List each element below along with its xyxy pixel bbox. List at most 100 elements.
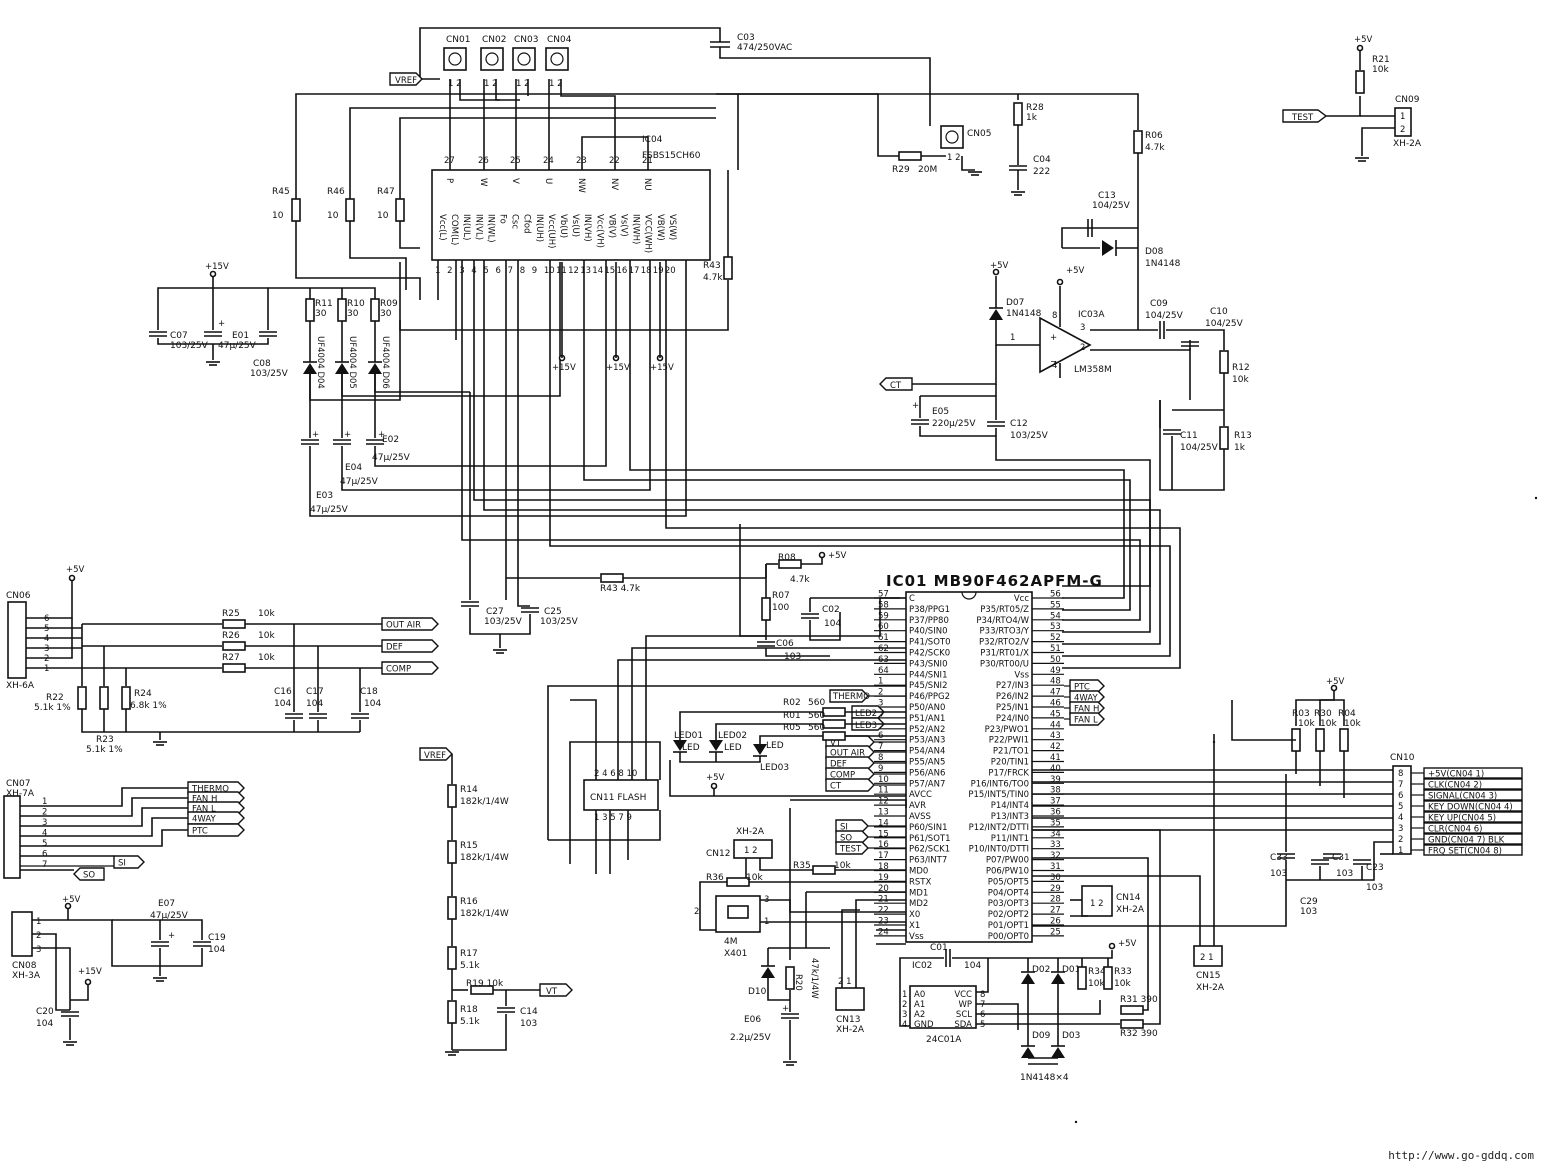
svg-text:1 2: 1 2 (549, 79, 563, 89)
svg-text:1N4148: 1N4148 (1145, 259, 1181, 269)
svg-text:10k: 10k (258, 653, 275, 663)
svg-text:+5V: +5V (828, 551, 847, 561)
svg-text:10k: 10k (1114, 979, 1131, 989)
svg-text:R22: R22 (46, 693, 64, 703)
svg-text:C31: C31 (1332, 853, 1350, 863)
svg-text:103: 103 (1366, 883, 1383, 893)
ic04-ref: IC04 (642, 135, 663, 145)
ic01-pin-number: 10 (878, 775, 889, 785)
ic01-pin-number: 35 (1050, 818, 1061, 828)
svg-text:104/25V: 104/25V (1092, 201, 1131, 211)
svg-text:1 2: 1 2 (448, 79, 462, 89)
cn10-signal-text: +5V(CN04 1) (1428, 770, 1484, 780)
svg-text:47μ/25V: 47μ/25V (372, 453, 411, 463)
cn10-signal-text: CLR(CN04 6) (1428, 825, 1482, 835)
svg-text:C27: C27 (486, 607, 504, 617)
ic04-pin-name: NU (642, 178, 652, 191)
ic01-pin-name: P30/RT00/U (980, 659, 1029, 669)
svg-text:182k/1/4W: 182k/1/4W (460, 797, 509, 807)
ic01-pin-name: MD0 (909, 867, 928, 877)
svg-text:+15V: +15V (552, 363, 576, 373)
ic04-pin-name: IN(VH) (582, 214, 592, 242)
svg-text:103/25V: 103/25V (170, 341, 209, 351)
svg-text:D08: D08 (1145, 247, 1164, 257)
svg-text:X401: X401 (724, 949, 747, 959)
flag-mid-so-text: SO (840, 834, 852, 844)
svg-text:103: 103 (784, 652, 801, 662)
ic01-pin-number: 2 (878, 688, 883, 698)
svg-text:+5V: +5V (62, 895, 81, 905)
svg-text:3: 3 (1080, 323, 1085, 333)
ic01-pin-name: P24/IN0 (996, 714, 1029, 724)
svg-text:1N4148×4: 1N4148×4 (1020, 1073, 1069, 1083)
svg-text:R18: R18 (460, 1005, 478, 1015)
flag-left-def: DEF (825, 756, 875, 770)
svg-text:C03: C03 (737, 33, 755, 43)
ic01-pin-name: P40/SIN0 (909, 627, 947, 637)
cn10-signal-labels: +5V(CN04 1)CLK(CN04 2)SIGNAL(CN04 3)KEY … (1411, 767, 1523, 857)
ic01-pin-name: RSTX (909, 877, 931, 887)
svg-text:10: 10 (327, 211, 339, 221)
ic01-pin-number: 42 (1050, 742, 1061, 752)
ic01-pin-number: 54 (1050, 611, 1061, 621)
vref-flag-top: VREF (389, 72, 423, 86)
ic01-pin-name: P21/TO1 (993, 747, 1029, 757)
flag-left-comp: COMP (825, 767, 875, 781)
svg-text:E04: E04 (345, 463, 362, 473)
svg-text:C33: C33 (1270, 853, 1288, 863)
svg-text:C11: C11 (1180, 431, 1198, 441)
svg-text:C23: C23 (1366, 863, 1384, 873)
ic01-pin-name: P12/INT2/DTTI (969, 823, 1029, 833)
cn10-pin-number: 4 (1398, 813, 1403, 823)
ic01-pin-name: P63/INT7 (909, 856, 947, 866)
ic01-pin-name: P04/OPT4 (988, 888, 1029, 898)
svg-text:IC02: IC02 (912, 961, 932, 971)
svg-text:+5V: +5V (1354, 35, 1373, 45)
ic02-pin-number: 3 (902, 1010, 907, 1020)
cn15-connector (1193, 945, 1223, 967)
cn06-pin-number: 4 (44, 634, 49, 644)
svg-text:1k: 1k (1234, 443, 1246, 453)
cn10-pin-number: 6 (1398, 791, 1403, 801)
svg-text:XH-2A: XH-2A (736, 827, 765, 837)
svg-text:CN09: CN09 (1395, 95, 1420, 105)
ic04-pin-number: 5 (483, 266, 488, 276)
svg-text:LED3: LED3 (855, 721, 877, 731)
svg-text:C10: C10 (1210, 307, 1228, 317)
ic01-pin-name: P16/INT6/TO0 (971, 779, 1029, 789)
svg-text:+: + (168, 931, 175, 941)
flag-mid-si-text: SI (840, 823, 848, 833)
ic01-pin-name: P17/FRCK (988, 768, 1029, 778)
ic01-pin-name: P15/INT5/TIN0 (968, 790, 1029, 800)
ic01-pin-name: P44/SNI1 (909, 670, 947, 680)
ic02-pin-name: VCC (954, 990, 972, 1000)
ic01-pin-number: 56 (1050, 590, 1061, 600)
svg-text:103: 103 (1270, 869, 1287, 879)
ic04-pin-number: 13 (580, 266, 591, 276)
ic02-pin-name: SDA (954, 1020, 972, 1030)
svg-text:C19: C19 (208, 933, 226, 943)
cn09-connector (1394, 107, 1412, 137)
ic02-pin-name: A2 (914, 1010, 925, 1020)
svg-text:CN07: CN07 (6, 779, 30, 789)
cn07-flag-so: SO (73, 867, 105, 881)
ic01-pin-name: P10/INT0/DTTI (969, 845, 1029, 855)
svg-text:10: 10 (272, 211, 284, 221)
svg-text:103: 103 (1336, 869, 1353, 879)
ic01-right-pins: 56Vcc55P35/RT05/Z54P34/RTO4/W53P33/RTO3/… (968, 590, 1064, 942)
ic04-pin-name: NV (609, 178, 619, 190)
ic02-pin-number: 1 (902, 990, 907, 1000)
svg-text:+5V: +5V (1326, 677, 1345, 687)
svg-text:LED: LED (682, 743, 700, 753)
ic01-pin-number: 7 (878, 742, 883, 752)
svg-text:1 2: 1 2 (1090, 899, 1104, 909)
ic01-pin-number: 33 (1050, 840, 1061, 850)
flag-fourway-text: 4WAY (1074, 694, 1099, 704)
cn06-pin-number: 5 (44, 624, 49, 634)
ic01-pin-name: AVCC (909, 790, 932, 800)
ic01-pin-name: P51/AN1 (909, 714, 945, 724)
cn07-pin-number: 1 (42, 797, 47, 807)
